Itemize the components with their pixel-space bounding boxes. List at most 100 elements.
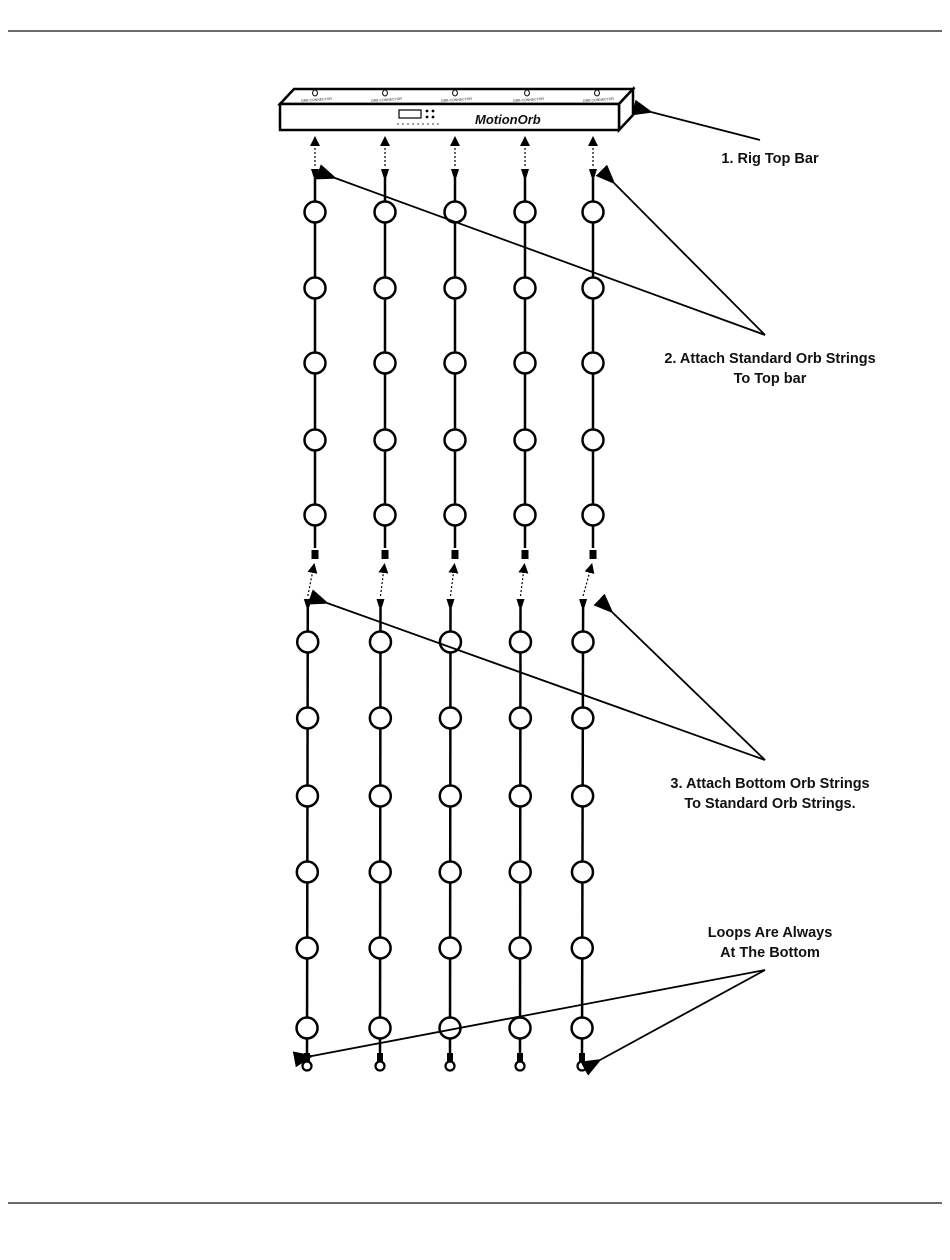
label-step2-line2: To Top bar xyxy=(734,371,807,387)
connector-plug xyxy=(579,599,587,607)
link-arrow-mid xyxy=(583,564,592,596)
label-note-line1: Loops Are Always xyxy=(708,925,833,941)
connector-socket xyxy=(452,550,459,559)
orb-string-4 xyxy=(510,137,536,1071)
orb xyxy=(297,1018,318,1039)
orb xyxy=(440,708,461,729)
arrow-step3-right xyxy=(612,612,765,760)
orb xyxy=(375,202,396,223)
orb xyxy=(515,353,536,374)
label-step1: 1. Rig Top Bar xyxy=(721,151,819,167)
bottom-string-wire xyxy=(307,607,308,1055)
bottom-string-wire xyxy=(582,607,583,1055)
orb xyxy=(515,278,536,299)
connector-plug xyxy=(589,169,597,177)
connector-socket xyxy=(312,550,319,559)
connector-plug xyxy=(381,169,389,177)
orb xyxy=(515,430,536,451)
orb xyxy=(510,938,531,959)
orb xyxy=(370,938,391,959)
arrow-step2-right xyxy=(614,183,765,335)
orb xyxy=(370,786,391,807)
orb xyxy=(573,632,594,653)
loop-icon xyxy=(516,1062,525,1071)
orb xyxy=(445,430,466,451)
orb xyxy=(370,862,391,883)
loop-icon xyxy=(303,1062,312,1071)
orb xyxy=(297,862,318,883)
orb xyxy=(583,353,604,374)
link-arrow-mid xyxy=(521,564,525,596)
orb xyxy=(370,708,391,729)
orb xyxy=(440,938,461,959)
connector-plug xyxy=(304,599,312,607)
orb xyxy=(572,786,593,807)
orb xyxy=(370,1018,391,1039)
connector-plug xyxy=(377,599,385,607)
orb xyxy=(445,353,466,374)
connector-socket xyxy=(522,550,529,559)
orb xyxy=(510,786,531,807)
orb-string-3 xyxy=(440,137,466,1071)
orb xyxy=(583,505,604,526)
label-step3-line2: To Standard Orb Strings. xyxy=(684,796,855,812)
connector-socket xyxy=(590,550,597,559)
orb xyxy=(305,430,326,451)
link-arrow-mid xyxy=(451,564,455,596)
orb xyxy=(510,1018,531,1039)
orb-string-5 xyxy=(572,137,604,1071)
orb xyxy=(375,353,396,374)
connector-plug xyxy=(447,599,455,607)
orb-strings xyxy=(297,137,604,1071)
orb xyxy=(515,505,536,526)
orb xyxy=(297,938,318,959)
loop-icon xyxy=(578,1062,587,1071)
orb xyxy=(445,278,466,299)
label-note-line2: At The Bottom xyxy=(720,945,820,961)
bottom-string-wire xyxy=(450,607,451,1055)
label-step2-line1: 2. Attach Standard Orb Strings xyxy=(664,351,875,367)
orb xyxy=(515,202,536,223)
link-arrow-mid xyxy=(381,564,385,596)
arrow-step1 xyxy=(651,112,760,140)
orb xyxy=(572,862,593,883)
orb xyxy=(583,202,604,223)
loop-icon xyxy=(446,1062,455,1071)
orb xyxy=(572,1018,593,1039)
arrow-step3-left xyxy=(327,603,765,760)
orb-string-2 xyxy=(370,137,396,1071)
label-step3-line1: 3. Attach Bottom Orb Strings xyxy=(670,776,869,792)
orb xyxy=(297,708,318,729)
orb xyxy=(297,786,318,807)
orb xyxy=(375,430,396,451)
connector-socket xyxy=(382,550,389,559)
orb xyxy=(572,938,593,959)
orb xyxy=(583,278,604,299)
top-bar-brand: MotionOrb xyxy=(475,112,541,127)
orb xyxy=(305,505,326,526)
arrow-note-right xyxy=(600,970,765,1060)
orb xyxy=(305,353,326,374)
connector-plug xyxy=(521,169,529,177)
arrow-step2-left xyxy=(335,178,765,335)
orb xyxy=(510,632,531,653)
connector-plug xyxy=(517,599,525,607)
bottom-string-wire xyxy=(520,607,521,1055)
orb xyxy=(510,708,531,729)
orb xyxy=(305,202,326,223)
orb xyxy=(445,505,466,526)
orb xyxy=(305,278,326,299)
orb xyxy=(375,278,396,299)
bottom-string-wire xyxy=(380,607,381,1055)
loop-icon xyxy=(376,1062,385,1071)
link-arrow-mid xyxy=(308,564,314,596)
orb xyxy=(583,430,604,451)
connector-plug xyxy=(451,169,459,177)
orb xyxy=(375,505,396,526)
orb-string-1 xyxy=(297,137,326,1071)
orb xyxy=(440,786,461,807)
orb xyxy=(440,862,461,883)
orb xyxy=(297,632,318,653)
